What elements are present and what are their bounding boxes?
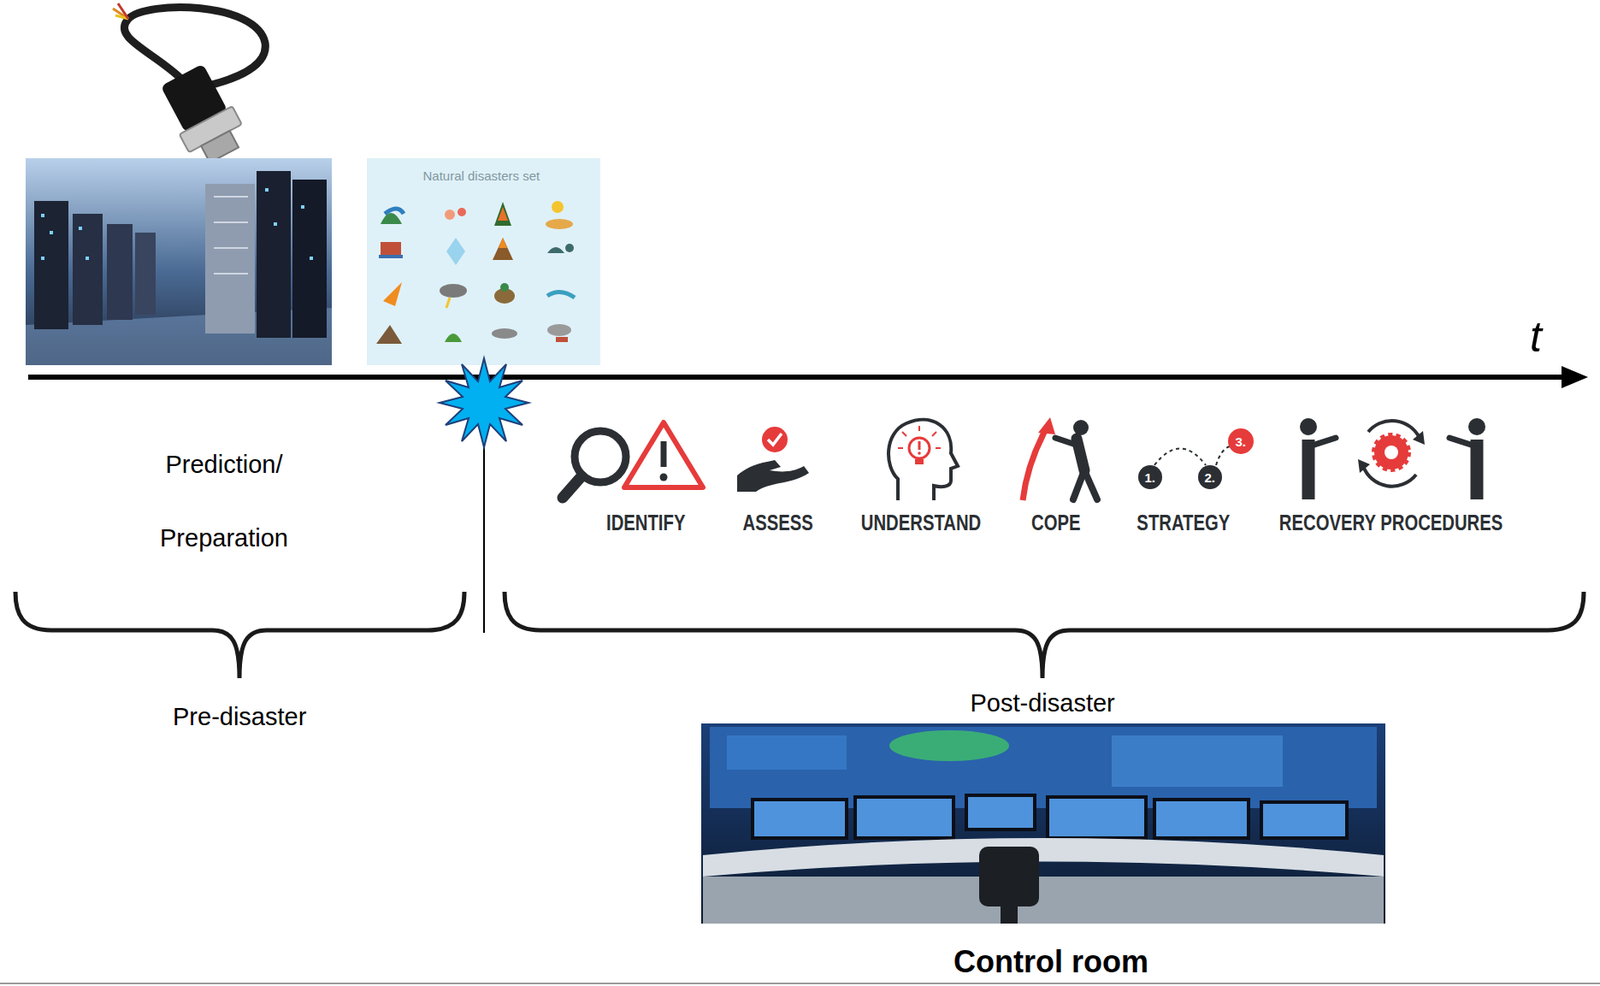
phase-label: Post-disaster	[970, 689, 1116, 718]
step-label: IDENTIFY	[606, 510, 685, 537]
step-number: 2.	[1204, 470, 1217, 485]
identify-icon	[562, 422, 703, 498]
disaster-event-marker	[439, 358, 529, 633]
recovery-icon	[1299, 418, 1486, 500]
step-label: RECOVERY PROCEDURES	[1278, 510, 1502, 537]
phase-text: Prediction/ Preparation	[134, 427, 314, 575]
step-label: ASSESS	[743, 510, 814, 537]
cope-icon	[1022, 417, 1098, 501]
step-label: COPE	[1031, 510, 1081, 537]
understand-icon	[888, 419, 958, 501]
step-number: 3.	[1235, 434, 1247, 449]
assess-icon	[737, 426, 809, 492]
server-room-photo	[25, 158, 332, 366]
photo-caption: Control room	[953, 944, 1149, 980]
step-label: UNDERSTAND	[861, 510, 981, 537]
footer-rule	[0, 982, 1600, 985]
phase-brace	[15, 591, 1584, 679]
disasters-icon-set	[366, 158, 601, 366]
time-axis-label: t	[1529, 312, 1542, 363]
time-axis	[28, 366, 1589, 389]
control-room-photo	[701, 723, 1386, 924]
phase-label: Pre-disaster	[172, 702, 307, 732]
step-number: 1.	[1145, 470, 1157, 485]
step-label: STRATEGY	[1136, 510, 1230, 537]
sensor-photo	[112, 3, 266, 170]
image-caption: Natural disasters set	[423, 168, 541, 184]
strategy-icon	[1138, 428, 1254, 490]
